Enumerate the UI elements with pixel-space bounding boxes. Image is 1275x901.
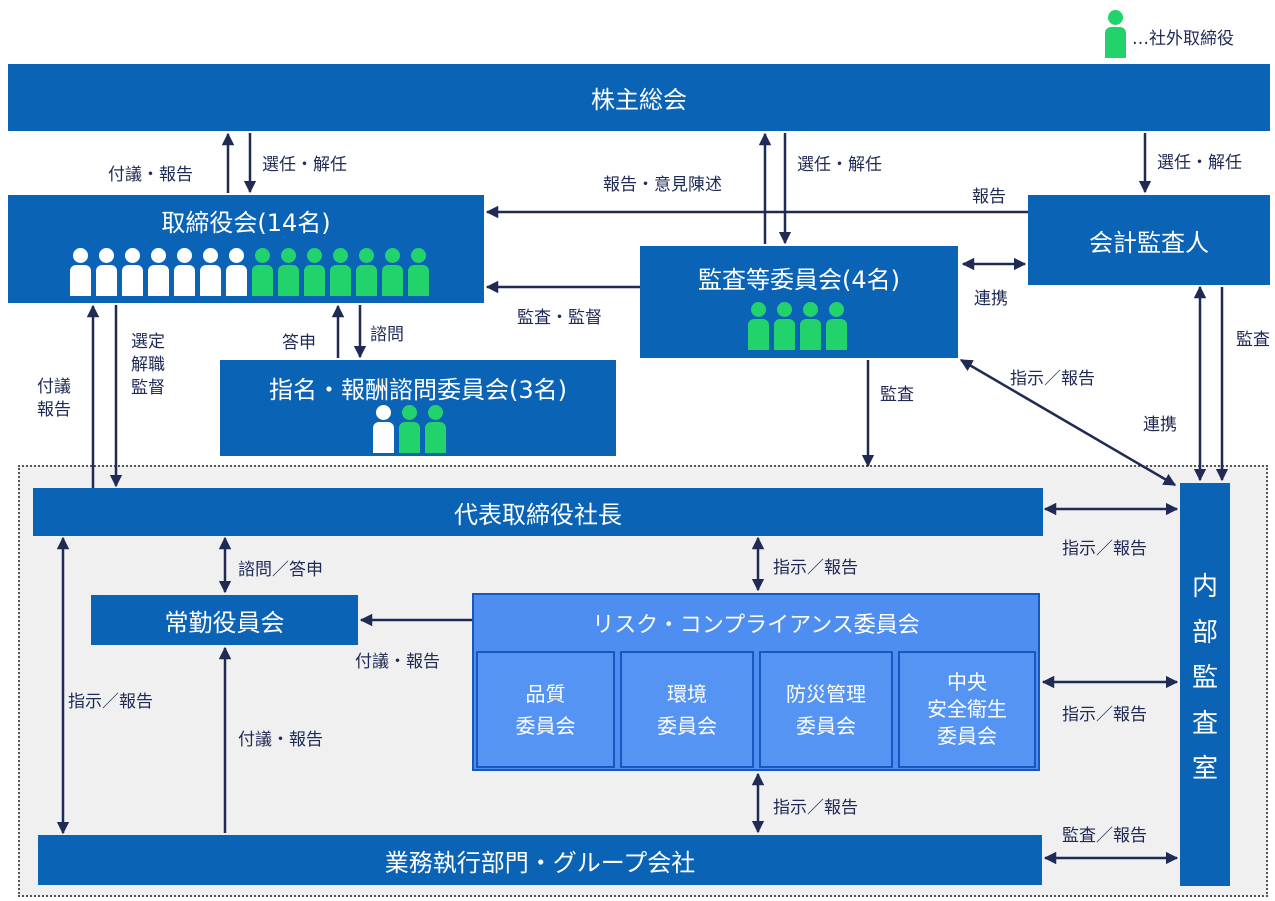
outside-director-icon <box>774 302 795 350</box>
label-coordination-1: 連携 <box>974 289 1008 309</box>
label-coordination-2: 連携 <box>1143 415 1177 435</box>
inside-director-icon <box>122 248 143 296</box>
internal-audit-char-3: 監 <box>1191 663 1218 693</box>
label-select: 選定 <box>131 332 165 352</box>
board-members <box>70 248 429 296</box>
outside-director-icon <box>748 302 769 350</box>
executive-committee: 常勤役員会 <box>91 595 358 645</box>
audit-committee-members <box>748 302 847 350</box>
internal-audit-label: 内 部 監 査 室 <box>1180 565 1230 793</box>
inside-director-icon <box>226 248 247 296</box>
safety-line2: 安全衛生 <box>927 697 1007 721</box>
outside-director-icon <box>425 405 446 453</box>
label-proposal-report-1: 付議・報告 <box>108 165 193 185</box>
label-instruction-report-6: 指示／報告 <box>773 798 858 818</box>
label-proposal-report-2-line1: 付議 <box>37 377 71 397</box>
label-consultation: 諮問 <box>370 325 404 345</box>
label-instruction-report-5: 指示／報告 <box>1062 705 1147 725</box>
safety-line3: 委員会 <box>937 724 997 748</box>
label-appoint-dismiss-1: 選任・解任 <box>262 155 347 175</box>
label-proposal-report-2-line2: 報告 <box>37 399 71 420</box>
label-recommendation: 答申 <box>282 333 316 353</box>
legend-text: …社外取締役 <box>1132 29 1234 49</box>
inside-director-icon <box>373 405 394 453</box>
quality-line1: 品質 <box>525 681 566 706</box>
label-instruction-report-4: 指示／報告 <box>68 692 153 712</box>
auditor-label: 会計監査人 <box>1089 228 1209 257</box>
outside-director-icon <box>399 405 420 453</box>
president: 代表取締役社長 <box>33 488 1043 536</box>
environment-line1: 環境 <box>667 681 707 706</box>
label-appoint-dismiss-2: 選任・解任 <box>797 155 882 175</box>
outside-director-icon <box>304 248 325 296</box>
outside-director-icon <box>826 302 847 350</box>
disaster-line1: 防災管理 <box>786 681 866 706</box>
internal-audit-char-1: 内 <box>1191 572 1218 602</box>
outside-director-legend-icon <box>1105 10 1126 58</box>
nomination-members <box>373 405 446 453</box>
safety-committee: 中央 安全衛生 委員会 <box>898 651 1036 768</box>
disaster-committee: 防災管理 委員会 <box>759 651 893 768</box>
label-proposal-report-4: 付議・報告 <box>238 730 323 750</box>
label-audit-report: 監査／報告 <box>1062 826 1147 846</box>
label-instruction-report-1: 指示／報告 <box>1010 369 1095 389</box>
accounting-auditor: 会計監査人 <box>1028 195 1270 285</box>
label-proposal-report-2: 付議 報告 <box>37 376 71 422</box>
outside-director-icon <box>278 248 299 296</box>
outside-director-icon <box>330 248 351 296</box>
label-consult-recommend: 諮問／答申 <box>238 560 323 580</box>
outside-director-icon <box>408 248 429 296</box>
inside-director-icon <box>148 248 169 296</box>
inside-director-icon <box>174 248 195 296</box>
outside-director-icon <box>800 302 821 350</box>
label-audit-supervision: 監査・監督 <box>517 308 602 328</box>
environment-line2: 委員会 <box>657 713 717 738</box>
shareholders-meeting: 株主総会 <box>8 64 1270 131</box>
internal-audit-char-5: 室 <box>1191 754 1218 784</box>
label-dismiss: 解職 <box>131 354 165 375</box>
label-instruction-report-2: 指示／報告 <box>773 558 858 578</box>
inside-director-icon <box>200 248 221 296</box>
internal-audit-office <box>1180 483 1230 886</box>
audit-committee-label: 監査等委員会(4名) <box>698 266 900 294</box>
business-units: 業務執行部門・グループ会社 <box>38 835 1042 885</box>
disaster-line2: 委員会 <box>796 713 856 738</box>
board-label: 取締役会(14名) <box>161 209 331 237</box>
label-report-opinion: 報告・意見陳述 <box>603 175 722 195</box>
internal-audit-char-4: 査 <box>1191 708 1218 739</box>
outside-director-icon <box>382 248 403 296</box>
arrow-audit-internal-link <box>959 358 1177 487</box>
quality-line2: 委員会 <box>515 713 576 738</box>
label-audit-2: 監査 <box>1236 330 1270 350</box>
risk-label: リスク・コンプライアンス委員会 <box>592 613 920 638</box>
internal-audit-char-2: 部 <box>1191 617 1218 648</box>
environment-committee: 環境 委員会 <box>620 651 754 768</box>
label-audit-1: 監査 <box>880 385 914 405</box>
shareholders-label: 株主総会 <box>591 86 687 114</box>
label-proposal-report-3: 付議・報告 <box>355 652 440 672</box>
inside-director-icon <box>70 248 91 296</box>
outside-director-icon <box>356 248 377 296</box>
nomination-label: 指名・報酬諮問委員会(3名) <box>269 376 567 404</box>
president-label: 代表取締役社長 <box>454 500 622 529</box>
quality-committee: 品質 委員会 <box>476 651 615 768</box>
label-select-dismiss-supervise: 選定 解職 監督 <box>131 331 165 400</box>
label-supervise: 監督 <box>131 377 165 398</box>
audit-committee: 監査等委員会(4名) <box>640 246 958 358</box>
safety-line1: 中央 <box>947 670 987 694</box>
label-report: 報告 <box>972 187 1006 207</box>
label-instruction-report-3: 指示／報告 <box>1062 539 1147 559</box>
outside-director-icon <box>252 248 273 296</box>
label-appoint-dismiss-3: 選任・解任 <box>1157 153 1242 173</box>
inside-director-icon <box>96 248 117 296</box>
executive-label: 常勤役員会 <box>164 608 285 637</box>
business-label: 業務執行部門・グループ会社 <box>384 848 696 877</box>
